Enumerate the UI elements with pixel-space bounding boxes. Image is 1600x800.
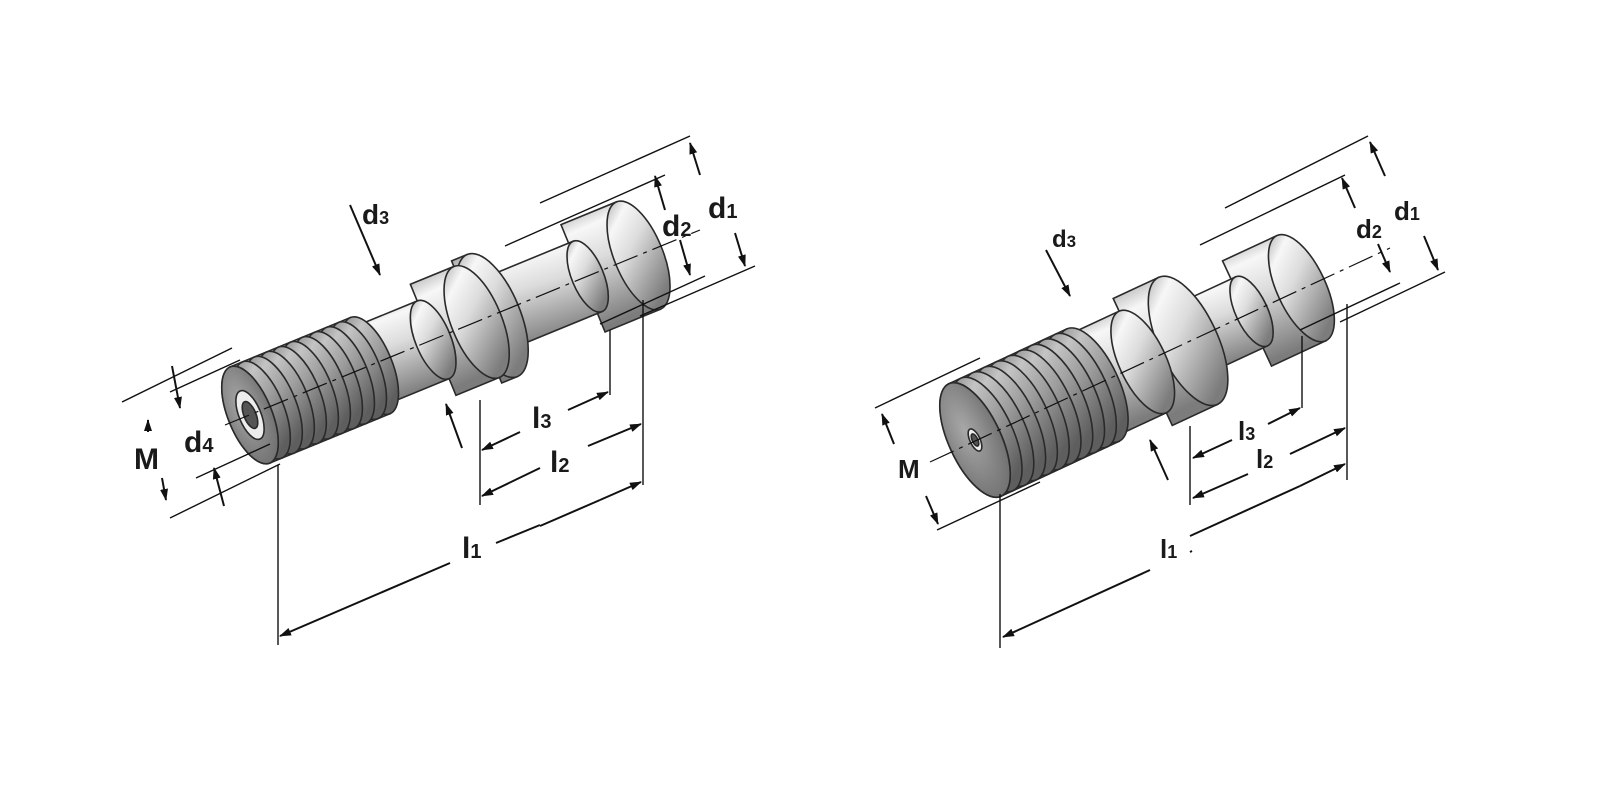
left-label-d3: d3 (362, 199, 389, 230)
left-dim-M (121, 347, 281, 519)
left-label-d4: d4 (184, 426, 214, 459)
left-dim-d2 (504, 174, 706, 325)
right-dim-d2 (1199, 174, 1401, 331)
right-dim-d1 (1224, 135, 1446, 323)
right-dim-l1 (1002, 550, 1193, 638)
right-dim-l2 (1189, 427, 1346, 537)
left-center-axis (224, 229, 701, 426)
shank-end (1229, 275, 1274, 348)
right-dim-l3 (1192, 407, 1301, 459)
left-dim-l3 (481, 391, 609, 451)
left-dim-l2 (481, 423, 642, 527)
left-stud-body (220, 200, 671, 465)
flange-end (1267, 233, 1336, 343)
left-dim-d1 (539, 135, 756, 317)
left-dim-d4 (169, 359, 271, 507)
right-stud-body (938, 233, 1336, 499)
left-label-d2: d2 (662, 210, 691, 243)
left-label-d1: d1 (708, 192, 737, 225)
right-label-l1: l1 (1160, 534, 1177, 564)
right-dim-d3 (1045, 249, 1169, 481)
left-dim-l1 (279, 524, 541, 637)
right-pull-stud: M d3 d2 d1 l3 l2 l1 (874, 135, 1446, 648)
right-label-d1: d1 (1394, 196, 1420, 226)
right-label-d2: d2 (1356, 214, 1382, 244)
right-label-l3: l3 (1238, 416, 1255, 446)
left-label-l3: l3 (532, 402, 551, 435)
right-center-axis (929, 247, 1391, 463)
left-label-M: M (134, 443, 159, 476)
collar-end (1110, 309, 1176, 415)
right-label-M: M (898, 454, 920, 484)
left-label-l1: l1 (462, 532, 481, 565)
left-pull-stud: M d4 d3 d2 d1 l3 l2 l1 (121, 135, 756, 645)
left-label-l2: l2 (550, 446, 569, 479)
right-label-l2: l2 (1256, 444, 1273, 474)
right-dim-M (874, 357, 1041, 531)
center-bore-inner (970, 433, 980, 447)
right-label-d3: d3 (1052, 226, 1076, 253)
left-dim-d3 (349, 204, 463, 449)
